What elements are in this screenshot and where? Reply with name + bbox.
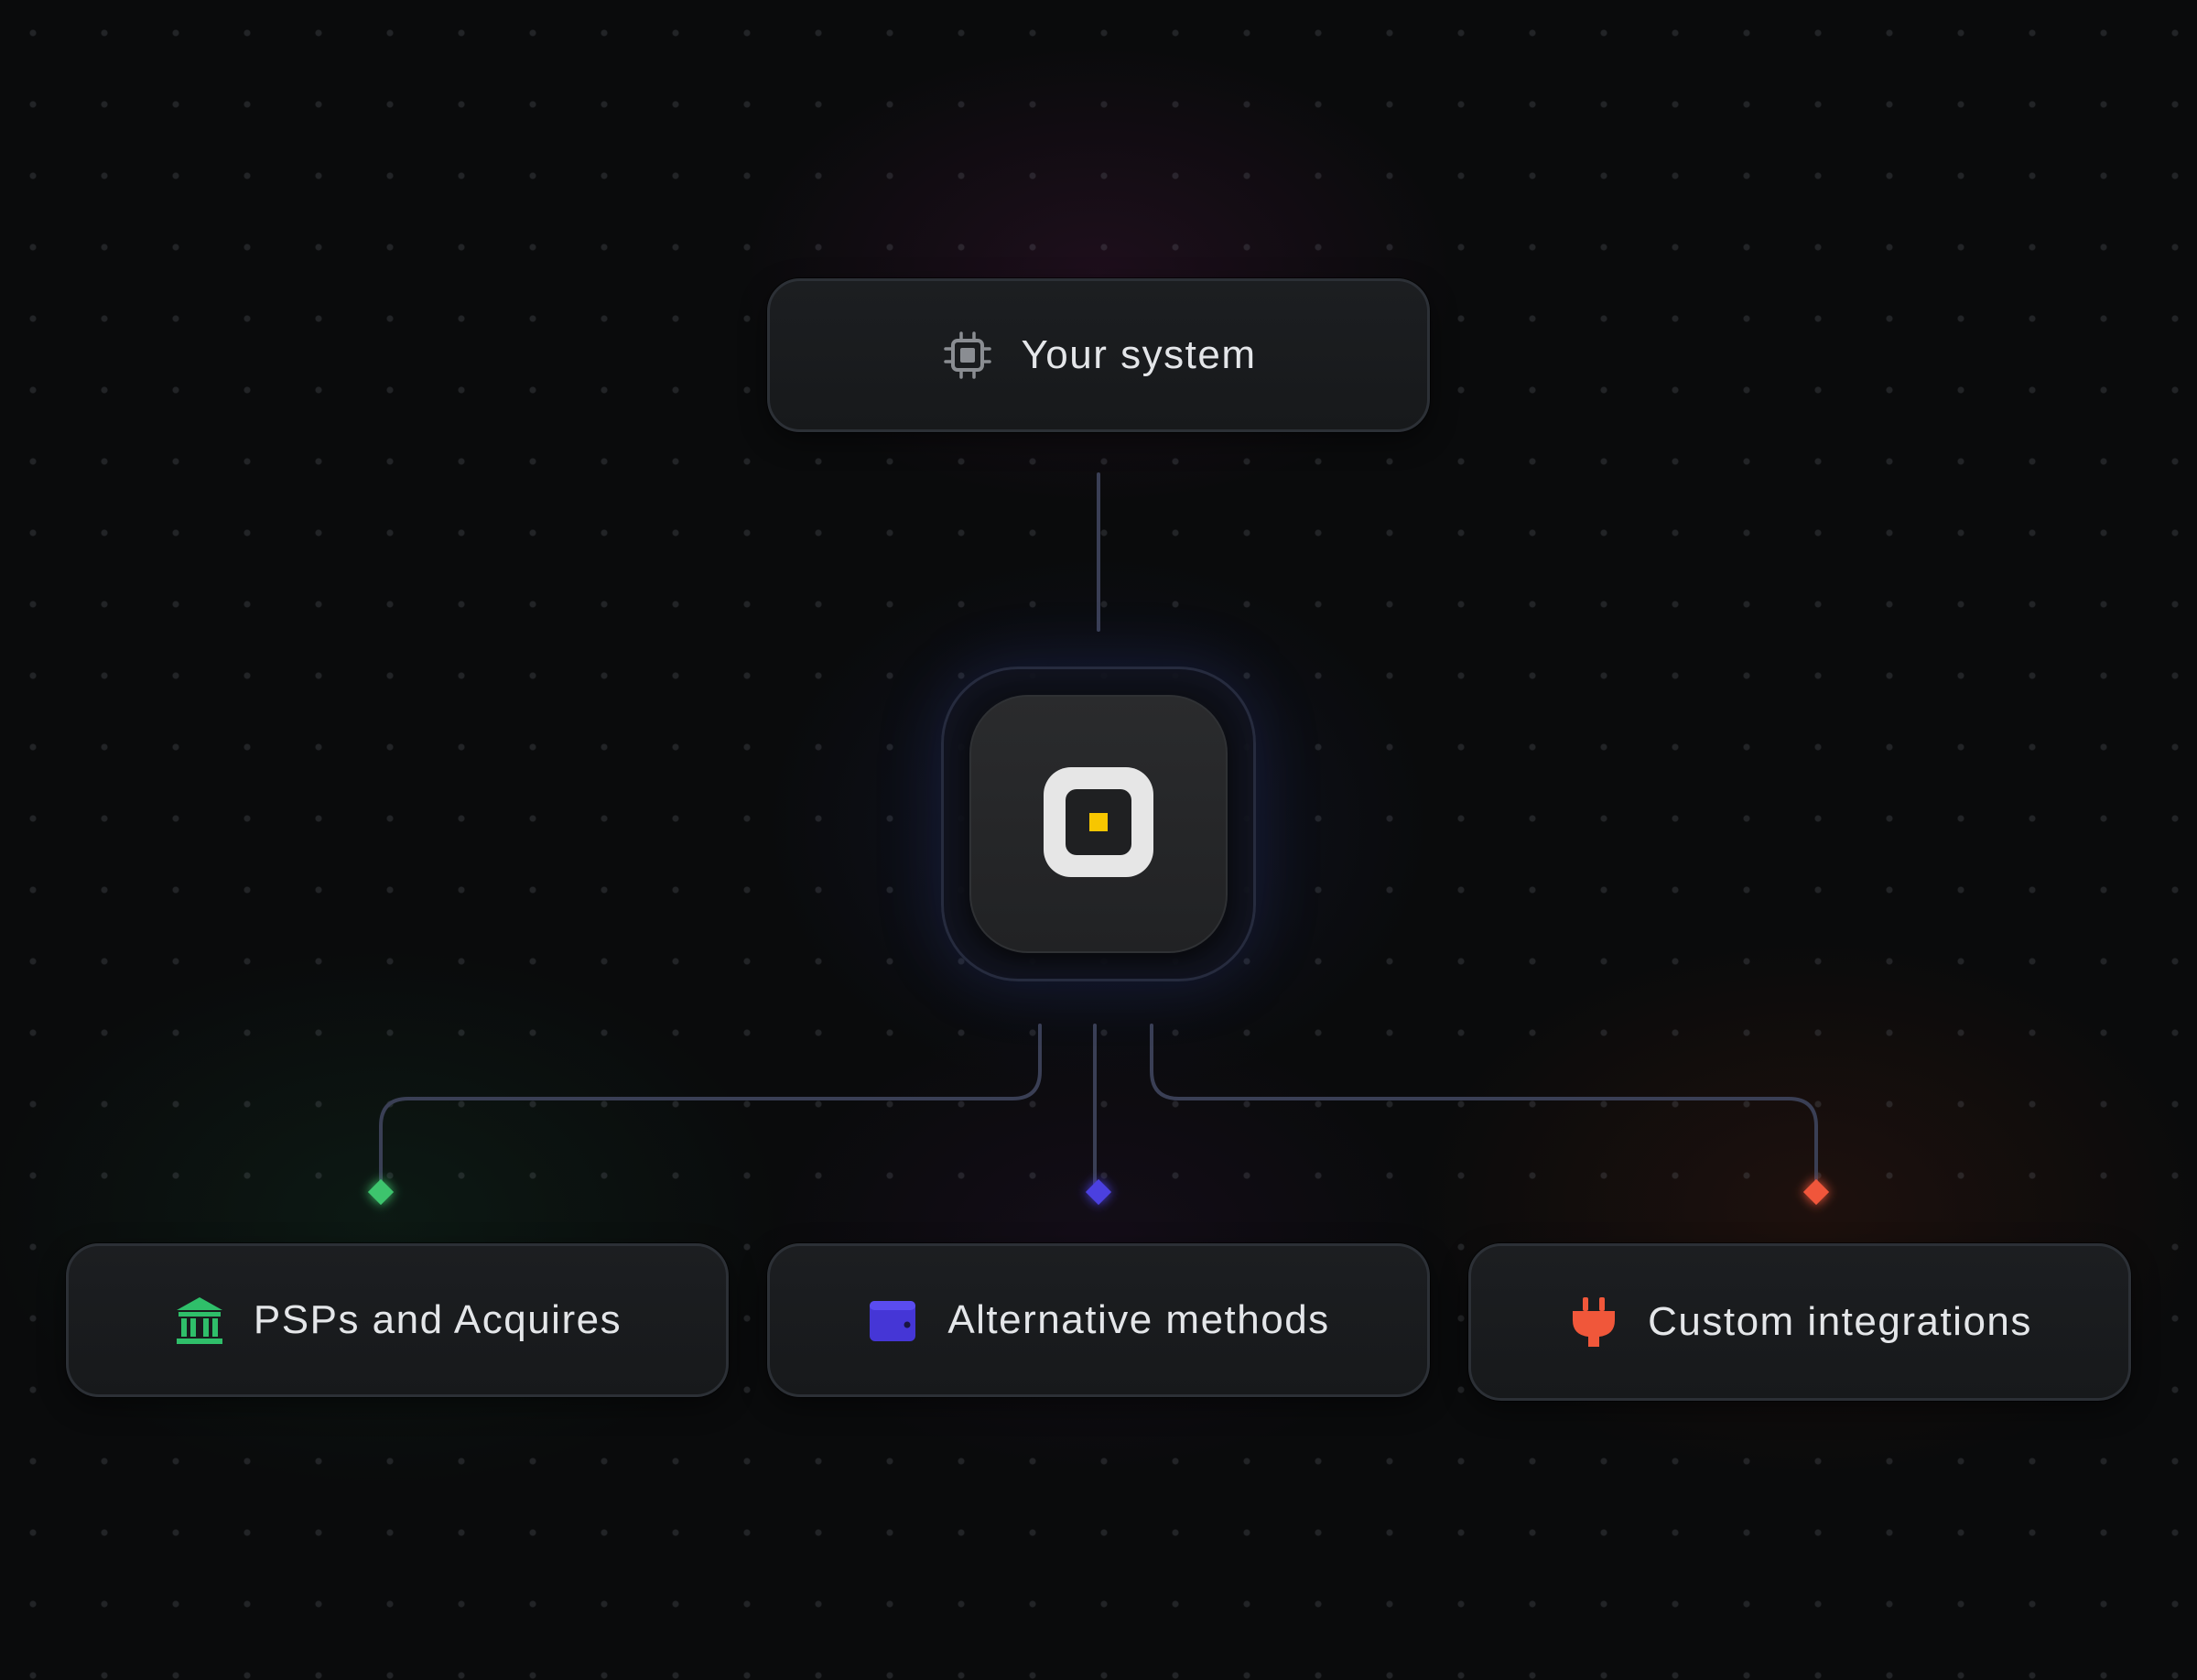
node-label: PSPs and Acquires: [253, 1297, 622, 1342]
node-psps-and-acquires[interactable]: PSPs and Acquires: [66, 1243, 729, 1397]
connector-right: [1150, 1024, 1818, 1190]
hub-tile: [969, 695, 1228, 953]
node-label: Custom integrations: [1648, 1299, 2032, 1344]
node-custom-integrations[interactable]: Custom integrations: [1468, 1243, 2131, 1401]
hub-node[interactable]: [941, 667, 1256, 981]
node-label: Your system: [1021, 332, 1257, 377]
wallet-icon: [867, 1294, 920, 1347]
diamond-blue: [1085, 1178, 1112, 1206]
diamond-orange: [1802, 1178, 1830, 1206]
bank-icon: [173, 1294, 226, 1347]
connector-left: [379, 1024, 1042, 1190]
cpu-chip-icon: [941, 329, 994, 382]
plug-icon: [1567, 1295, 1620, 1349]
node-alternative-methods[interactable]: Alternative methods: [767, 1243, 1430, 1397]
node-your-system[interactable]: Your system: [767, 278, 1430, 432]
node-label: Alternative methods: [947, 1297, 1330, 1342]
logo-square-icon: [1034, 758, 1163, 891]
diamond-green: [367, 1178, 395, 1206]
